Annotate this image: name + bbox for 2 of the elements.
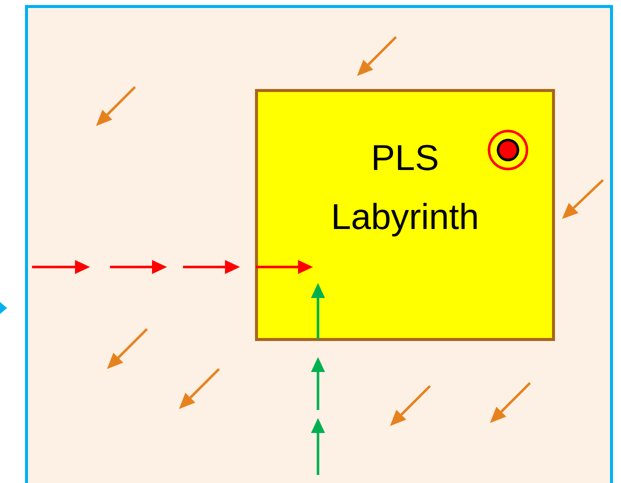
labyrinth-box: [255, 89, 555, 341]
box-title: PLS Labyrinth: [330, 136, 480, 239]
